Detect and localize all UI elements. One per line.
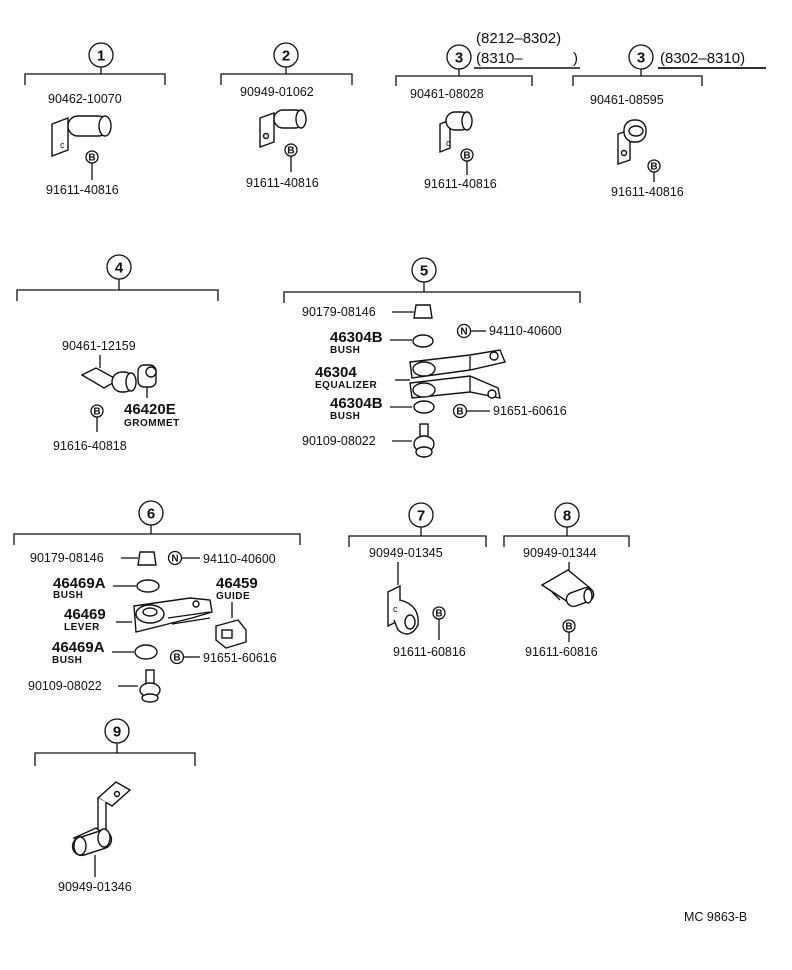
bush-bottom-drawing [134, 644, 158, 660]
group-number: 5 [420, 263, 428, 280]
bolt-marker: B [88, 153, 95, 164]
bush-top-part-number: 46304B [330, 329, 383, 346]
grommet-part-number: 46420E [124, 401, 176, 418]
group-number: 7 [417, 508, 425, 525]
stud-drawing [413, 423, 435, 458]
bush-top-part-name: BUSH [53, 590, 83, 601]
bolt-part-number: 91616-40818 [53, 439, 127, 453]
group-number: 3 [637, 50, 645, 67]
nut-part-number: 90179-08146 [30, 551, 104, 565]
equalizer-part-number: 46304 [315, 364, 357, 381]
clamp-part-number: 90949-01344 [523, 546, 597, 560]
group-number: 8 [563, 508, 571, 525]
bolt-marker: B [287, 146, 294, 157]
group-4: 4 90461-12159 46420E GROMMET B 91616-408… [16, 254, 219, 453]
clamp-part-number: 90949-01346 [58, 880, 132, 894]
guide-part-name: GUIDE [216, 591, 250, 602]
group-number: 6 [147, 506, 155, 523]
bolt-part-number: 91651-60616 [493, 404, 567, 418]
bolt-marker: B [565, 622, 572, 633]
bolt-marker: B [650, 162, 657, 173]
bush-bottom-part-name: BUSH [330, 411, 360, 422]
bolt-marker: B [173, 653, 180, 664]
stud-part-number: 90109-08022 [302, 434, 376, 448]
clamp-drawing [80, 367, 137, 393]
bolt-part-number: 91611-40816 [611, 185, 684, 199]
grommet-drawing [137, 364, 157, 398]
clamp-drawing: c [51, 115, 112, 158]
bush-top-part-number: 46469A [53, 575, 106, 592]
bolt-marker: B [93, 407, 100, 418]
group-7: 7 90949-01345 c B 91611-60816 [348, 502, 487, 659]
clamp-part-number: 90949-01345 [369, 546, 443, 560]
bolt-marker: B [435, 609, 442, 620]
bolt-part-number: 91611-60816 [393, 645, 466, 659]
lever-part-number: 46469 [64, 606, 106, 623]
bolt-part-number: 91611-40816 [424, 177, 497, 191]
group-1: 1 90462-10070 c B 91611-40816 [24, 42, 166, 197]
bolt-part-number: 91611-40816 [46, 183, 119, 197]
washer-part-number: 94110-40600 [203, 552, 276, 566]
group-number: 2 [282, 48, 290, 65]
clamp-drawing: c [387, 584, 419, 635]
bolt-part-number: 91611-60816 [525, 645, 598, 659]
clamp-drawing [540, 569, 595, 608]
diagram-code: MC 9863-B [684, 910, 747, 924]
nut-drawing [413, 304, 433, 319]
group-3-late: 3 (8302–8310) 90461-08595 B 91611-40816 [572, 44, 766, 199]
bolt-marker: B [463, 151, 470, 162]
group-9: 9 90949-01346 [34, 718, 196, 894]
svg-text:c: c [446, 138, 451, 148]
bolt-part-number: 91651-60616 [203, 651, 277, 665]
clamp-part-number: 90949-01062 [240, 85, 314, 99]
group-5: 5 90179-08146 46304B BUSH N 94110-40600 … [283, 257, 581, 458]
clamp-drawing [71, 781, 132, 857]
nut-marker: N [171, 554, 178, 565]
bush-bottom-part-name: BUSH [52, 655, 82, 666]
grommet-part-name: GROMMET [124, 418, 180, 429]
clamp-drawing [259, 109, 307, 148]
bush-bottom-part-number: 46469A [52, 639, 105, 656]
bush-top-drawing [412, 334, 434, 348]
equalizer-part-name: EQUALIZER [315, 380, 378, 391]
bolt-marker: B [456, 407, 463, 418]
group-number: 9 [113, 724, 121, 741]
svg-text:c: c [393, 604, 398, 614]
group-6: 6 90179-08146 N 94110-40600 46469A BUSH … [13, 500, 301, 703]
lever-drawing [133, 597, 213, 633]
group-3-early: (8212–8302) 3 (8310– ) 90461-08028 c B 9… [395, 30, 580, 191]
clamp-drawing [617, 119, 647, 165]
production-range-2: (8310– [476, 50, 523, 67]
bush-top-part-name: BUSH [330, 345, 360, 356]
production-range-2-close: ) [573, 50, 578, 67]
bush-top-drawing [136, 579, 160, 593]
clamp-part-number: 90461-08028 [410, 87, 484, 101]
group-8: 8 90949-01344 B 91611-60816 [503, 502, 630, 659]
group-2: 2 90949-01062 B 91611-40816 [220, 42, 353, 190]
production-range-1: (8212–8302) [476, 30, 561, 47]
nut-part-number: 90179-08146 [302, 305, 376, 319]
bolt-part-number: 91611-40816 [246, 176, 319, 190]
bush-bottom-drawing [413, 400, 435, 414]
equalizer-drawing [409, 349, 506, 399]
group-number: 1 [97, 48, 105, 65]
washer-part-number: 94110-40600 [489, 324, 562, 338]
guide-part-number: 46459 [216, 575, 258, 592]
clamp-part-number: 90462-10070 [48, 92, 122, 106]
stud-part-number: 90109-08022 [28, 679, 102, 693]
nut-drawing [137, 551, 157, 566]
group-number: 3 [455, 50, 463, 67]
clamp-drawing: c [439, 111, 473, 154]
production-range: (8302–8310) [660, 50, 745, 67]
bush-bottom-part-number: 46304B [330, 395, 383, 412]
clamp-part-number: 90461-12159 [62, 339, 136, 353]
clamp-part-number: 90461-08595 [590, 93, 664, 107]
svg-text:c: c [60, 140, 65, 150]
nut-marker: N [460, 327, 467, 338]
guide-drawing [215, 619, 247, 649]
stud-drawing [139, 669, 161, 703]
group-number: 4 [115, 260, 124, 277]
lever-part-name: LEVER [64, 622, 100, 633]
